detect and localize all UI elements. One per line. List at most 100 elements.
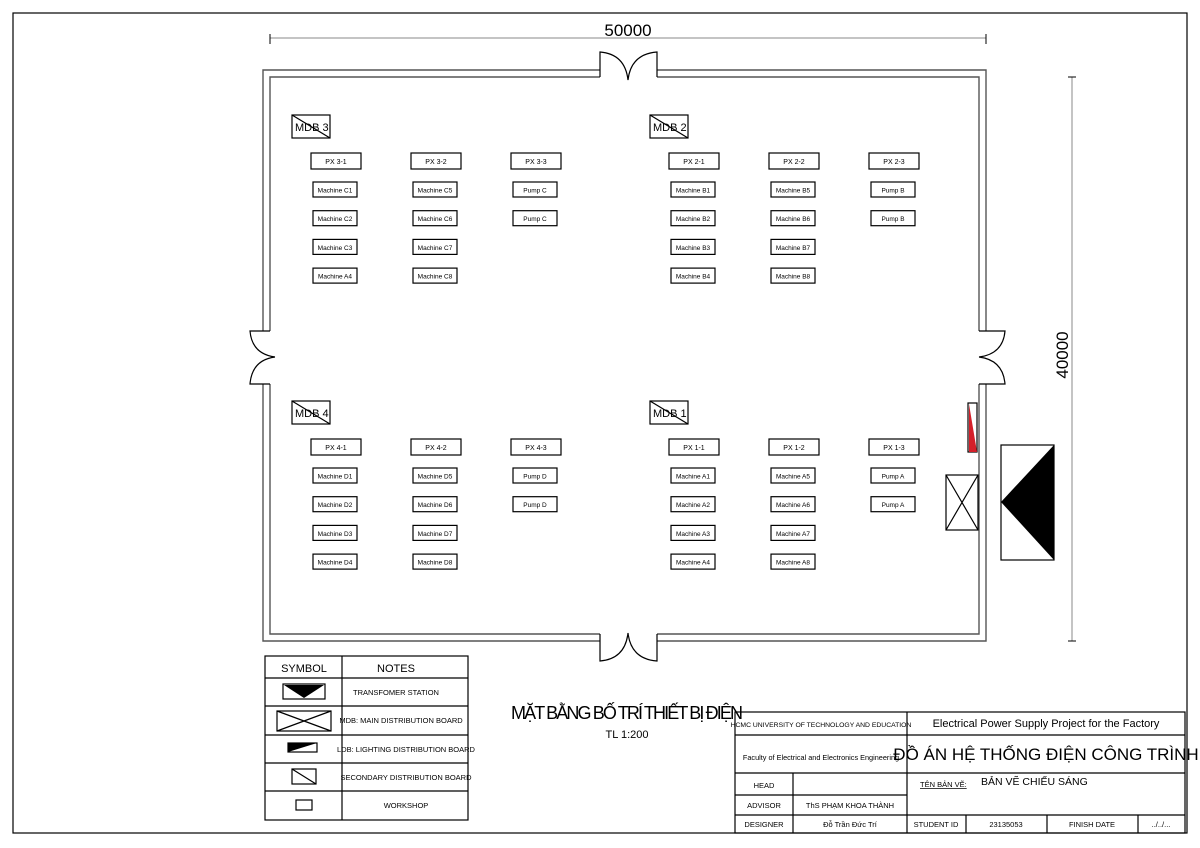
project-title-vi: ĐỒ ÁN HỆ THỐNG ĐIỆN CÔNG TRÌNH — [893, 744, 1198, 764]
machine-box[interactable]: Machine A1 — [670, 467, 716, 484]
machine-label: Machine D1 — [318, 474, 353, 481]
workshop-panel[interactable]: PX 2-3 — [868, 152, 920, 170]
finish-date-value: ../../... — [1152, 820, 1171, 829]
machine-box[interactable]: Pump B — [870, 210, 916, 227]
machine-box[interactable]: Machine D2 — [312, 496, 358, 513]
machine-label: Machine A7 — [776, 531, 810, 538]
machine-box[interactable]: Machine D7 — [412, 524, 458, 542]
machine-box[interactable]: Machine B4 — [670, 267, 716, 284]
machine-box[interactable]: Machine A3 — [670, 524, 716, 542]
advisor-value: ThS PHẠM KHOA THÀNH — [806, 801, 894, 810]
machine-box[interactable]: Pump B — [870, 181, 916, 198]
workshop-panel[interactable]: PX 1-3 — [868, 438, 920, 456]
door-left — [249, 330, 276, 385]
machine-box[interactable]: Pump C — [512, 181, 558, 198]
panel-label: PX 1-3 — [883, 445, 905, 452]
workshop-panel[interactable]: PX 4-3 — [510, 438, 562, 456]
transformer-station[interactable] — [1000, 444, 1055, 561]
workshop-panel[interactable]: PX 4-1 — [310, 438, 362, 456]
panel-label: PX 4-3 — [525, 445, 547, 452]
machine-label: Machine D8 — [418, 560, 453, 567]
secondary-distribution-board[interactable]: MDB 1 — [649, 400, 689, 425]
workshop-panel[interactable]: PX 2-1 — [668, 152, 720, 170]
machine-box[interactable]: Machine C7 — [412, 238, 458, 255]
project-title-en: Electrical Power Supply Project for the … — [933, 718, 1160, 730]
machine-box[interactable]: Machine D5 — [412, 467, 458, 484]
machine-box[interactable]: Machine B8 — [770, 267, 816, 284]
machine-box[interactable]: Machine A6 — [770, 496, 816, 513]
machine-label: Machine A4 — [676, 560, 710, 567]
machine-label: Pump B — [881, 216, 904, 223]
machine-box[interactable]: Machine B1 — [670, 181, 716, 198]
legend-note: TRANSFOMER STATION — [353, 688, 439, 697]
workshop-panel[interactable]: PX 3-2 — [410, 152, 462, 170]
transformer-icon — [282, 683, 326, 700]
workshop-panel[interactable]: PX 2-2 — [768, 152, 820, 170]
machine-box[interactable]: Machine D1 — [312, 467, 358, 484]
door-right — [978, 330, 1006, 385]
machine-box[interactable]: Pump A — [870, 496, 916, 513]
machine-box[interactable]: Machine B6 — [770, 210, 816, 227]
legend-note: WORKSHOP — [384, 801, 429, 810]
machine-label: Machine B5 — [776, 188, 811, 195]
secondary-distribution-board[interactable]: MDB 2 — [649, 114, 689, 139]
machine-label: Machine B3 — [676, 245, 711, 252]
machine-box[interactable]: Machine B5 — [770, 181, 816, 198]
machine-label: Machine A1 — [676, 474, 710, 481]
machine-box[interactable]: Pump A — [870, 467, 916, 484]
student-id-label: STUDENT ID — [914, 820, 959, 829]
student-id-value: 23135053 — [989, 820, 1022, 829]
workshop-panel[interactable]: PX 1-2 — [768, 438, 820, 456]
door-top — [599, 51, 658, 81]
machine-box[interactable]: Machine C8 — [412, 267, 458, 284]
machine-box[interactable]: Machine C1 — [312, 181, 358, 198]
secondary-distribution-board[interactable]: MDB 4 — [291, 400, 331, 425]
drawing-scale: TL 1:200 — [605, 729, 648, 741]
height-dimension-label: 40000 — [1053, 331, 1072, 378]
machine-box[interactable]: Machine D6 — [412, 496, 458, 513]
machine-box[interactable]: Machine B2 — [670, 210, 716, 227]
machine-box[interactable]: Machine A2 — [670, 496, 716, 513]
machine-box[interactable]: Machine B7 — [770, 238, 816, 255]
designer-label: DESIGNER — [744, 820, 784, 829]
machine-box[interactable]: Machine B3 — [670, 238, 716, 255]
mdb-label: MDB 4 — [295, 408, 329, 420]
machine-box[interactable]: Machine A8 — [770, 553, 816, 570]
machine-box[interactable]: Machine C6 — [412, 210, 458, 227]
legend-note: MDB: MAIN DISTRIBUTION BOARD — [339, 716, 463, 725]
main-distribution-board-main[interactable] — [945, 474, 979, 531]
machine-label: Machine B7 — [776, 245, 811, 252]
head-label: HEAD — [754, 781, 775, 790]
panel-label: PX 3-3 — [525, 159, 547, 166]
machine-box[interactable]: Machine D8 — [412, 553, 458, 570]
machine-box[interactable]: Pump C — [512, 210, 558, 227]
workshop-panel[interactable]: PX 4-2 — [410, 438, 462, 456]
width-dimension: 50000 — [269, 21, 987, 44]
machine-box[interactable]: Machine A4 — [670, 553, 716, 570]
machine-box[interactable]: Machine C2 — [312, 210, 358, 227]
machine-box[interactable]: Machine A4 — [312, 267, 358, 284]
workshop-panel[interactable]: PX 3-3 — [510, 152, 562, 170]
workshop-panel[interactable]: PX 1-1 — [668, 438, 720, 456]
machine-box[interactable]: Machine C3 — [312, 238, 358, 255]
faculty-name: Faculty of Electrical and Electronics En… — [743, 753, 899, 762]
lighting-distribution-board[interactable] — [967, 402, 978, 453]
machine-label: Machine A8 — [776, 560, 810, 567]
machine-box[interactable]: Pump D — [512, 496, 558, 513]
machine-box[interactable]: Pump D — [512, 467, 558, 484]
machine-label: Pump D — [523, 502, 547, 509]
panel-label: PX 2-1 — [683, 159, 705, 166]
workshop-panel[interactable]: PX 3-1 — [310, 152, 362, 170]
machine-box[interactable]: Machine D3 — [312, 524, 358, 542]
machine-box[interactable]: Machine A5 — [770, 467, 816, 484]
machine-box[interactable]: Machine C5 — [412, 181, 458, 198]
machine-box[interactable]: Machine D4 — [312, 553, 358, 570]
machine-label: Machine A2 — [676, 502, 710, 509]
machine-box[interactable]: Machine A7 — [770, 524, 816, 542]
machine-label: Machine C5 — [418, 188, 453, 195]
finish-date-label: FINISH DATE — [1069, 820, 1115, 829]
panel-label: PX 1-1 — [683, 445, 705, 452]
secondary-distribution-board[interactable]: MDB 3 — [291, 114, 331, 139]
